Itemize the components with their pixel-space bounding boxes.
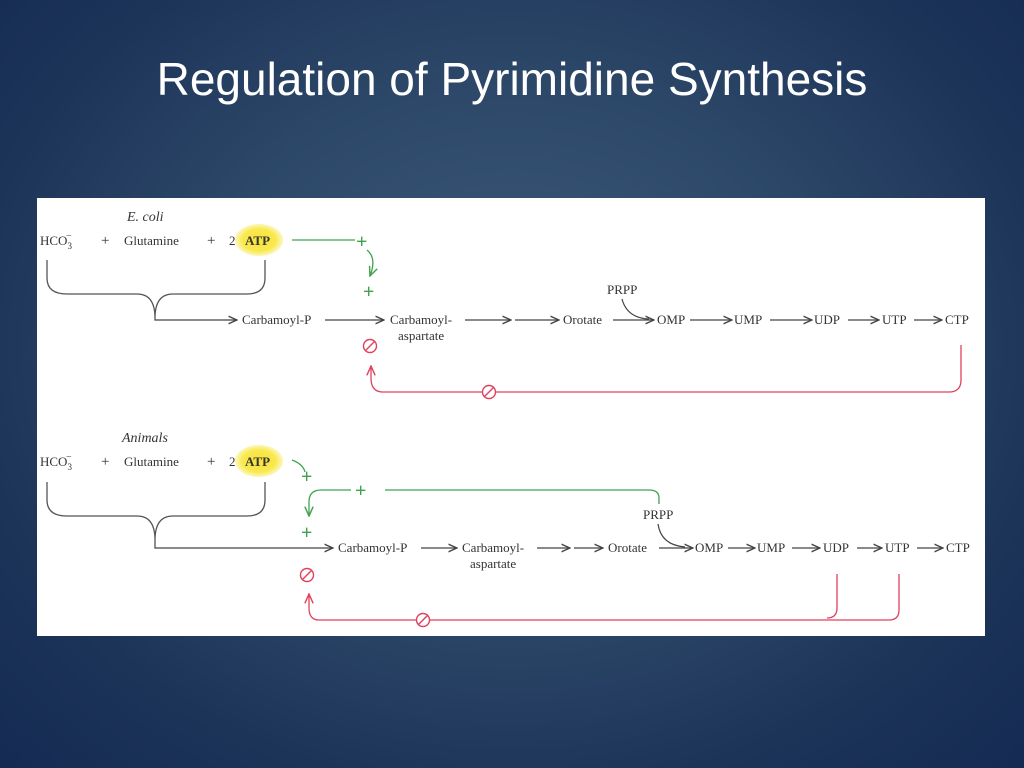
animals-carbamoyl-asp-2: aspartate [470,556,516,571]
ecoli-glutamine: Glutamine [124,233,179,248]
ecoli-udp: UDP [814,312,840,327]
animals-atp: ATP [245,454,270,469]
animals-label: Animals [121,431,168,446]
animals-activation-plus-prpp: + [355,480,366,502]
animals-prpp-curve [657,523,686,548]
animals-utp: UTP [885,540,910,555]
animals-inhibition-symbol-center [415,612,431,628]
ecoli-atp-highlight [235,224,283,256]
animals-prpp-activation-line [385,489,660,504]
ecoli-label: E. coli [126,210,164,225]
animals-atp-activation-line [291,459,306,473]
animals-inhibition-symbol-left [299,567,315,583]
pathway-figure: E. coli HCO3− + Glutamine + 2 ATP Carbam… [37,198,985,636]
slide-title: Regulation of Pyrimidine Synthesis [156,53,868,105]
ecoli-panel: E. coli HCO3− + Glutamine + 2 ATP Carbam… [40,210,969,400]
ecoli-prpp: PRPP [607,282,637,297]
ecoli-ctp-feedback-line [371,345,962,393]
ecoli-brace [46,260,266,319]
animals-hco3: HCO3− [40,452,72,472]
animals-plus-2: + [207,454,215,470]
ecoli-activation-arrow [366,249,373,276]
ecoli-plus-1: + [101,233,109,249]
ecoli-activation-plus-top: + [356,231,367,253]
ecoli-arrow-to-carbamoyl-p [154,318,237,320]
ecoli-atp: ATP [245,233,270,248]
animals-plus-1: + [101,454,109,470]
animals-utp-feedback-line [309,574,900,621]
animals-two: 2 [229,454,236,469]
ecoli-carbamoyl-p: Carbamoyl-P [242,312,311,327]
animals-orotate: Orotate [608,540,647,555]
animals-activation-plus-bottom: + [301,522,312,544]
animals-udp: UDP [823,540,849,555]
ecoli-carbamoyl-asp-1: Carbamoyl- [390,312,452,327]
ecoli-activation-plus-bottom: + [363,281,374,303]
ecoli-inhibition-symbol-center [481,384,497,400]
animals-carbamoyl-asp-1: Carbamoyl- [462,540,524,555]
ecoli-inhibition-symbol-left [362,338,378,354]
ecoli-orotate: Orotate [563,312,602,327]
ecoli-two: 2 [229,233,236,248]
animals-udp-feedback-line [826,574,838,619]
animals-activation-arrow [309,489,351,516]
animals-omp: OMP [695,540,723,555]
ecoli-carbamoyl-asp-2: aspartate [398,328,444,343]
ecoli-plus-2: + [207,233,215,249]
animals-prpp: PRPP [643,507,673,522]
animals-atp-highlight [235,445,283,477]
animals-ctp: CTP [946,540,970,555]
ecoli-utp: UTP [882,312,907,327]
ecoli-ump: UMP [734,312,762,327]
animals-glutamine: Glutamine [124,454,179,469]
ecoli-omp: OMP [657,312,685,327]
ecoli-prpp-curve [621,298,650,320]
animals-panel: Animals HCO3− + Glutamine + 2 ATP Carbam… [40,431,970,628]
pathway-diagram: E. coli HCO3− + Glutamine + 2 ATP Carbam… [40,210,970,628]
ecoli-ctp: CTP [945,312,969,327]
animals-arrow-to-carbamoyl-p [154,540,333,548]
animals-brace [46,482,266,541]
ecoli-hco3: HCO3− [40,231,72,251]
animals-carbamoyl-p: Carbamoyl-P [338,540,407,555]
animals-activation-plus-top: + [301,466,312,488]
animals-ump: UMP [757,540,785,555]
